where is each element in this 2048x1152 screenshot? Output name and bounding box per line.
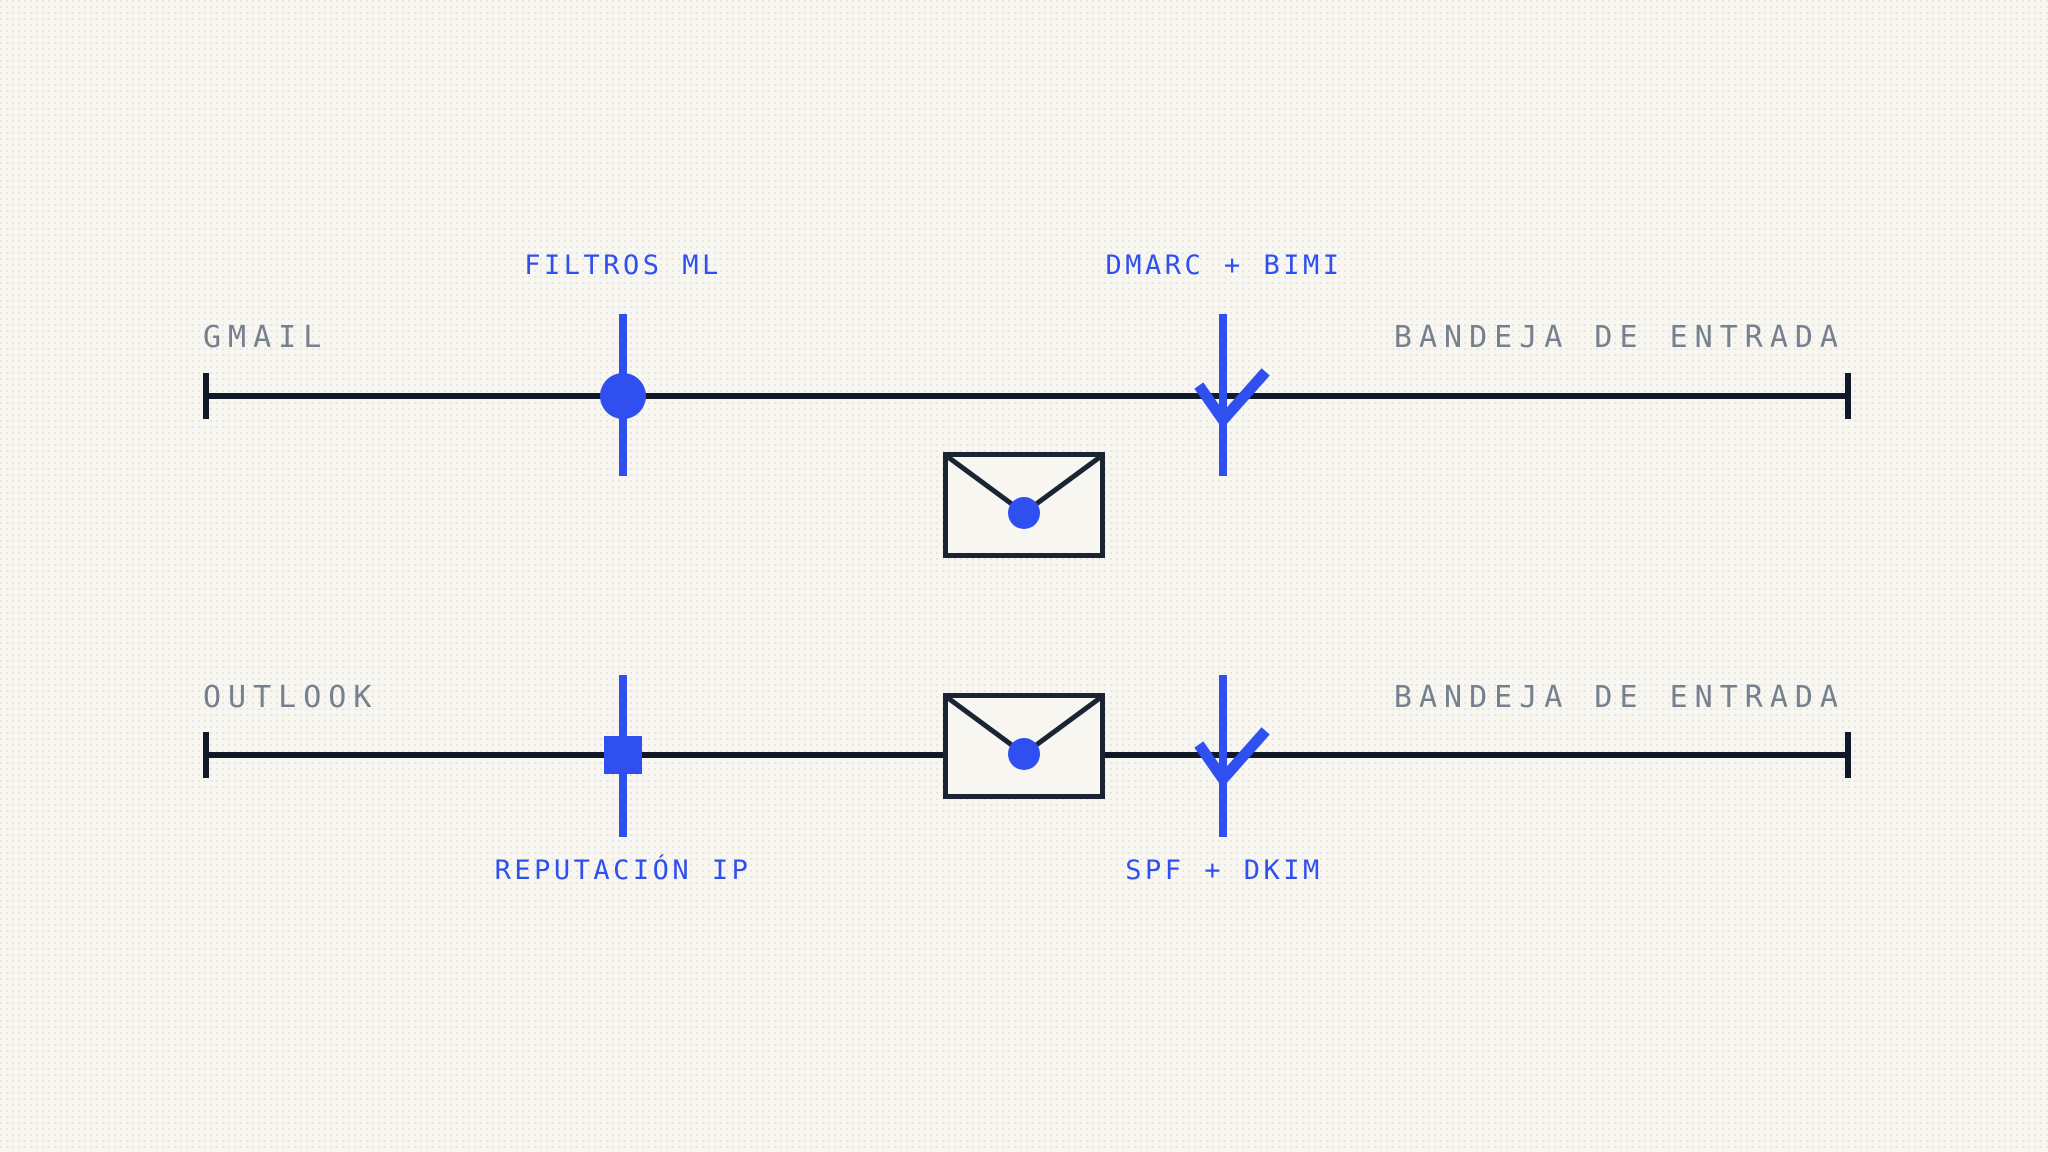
envelope-body-outlook — [943, 693, 1105, 799]
checkmark-icon — [1194, 727, 1270, 788]
marker-check-spf-dkim[interactable] — [1190, 717, 1280, 797]
marker-stem-spf-dkim — [1219, 675, 1227, 837]
marker-stem-dmarc-bimi — [1219, 314, 1227, 476]
axis-cap-left-gmail — [203, 373, 209, 419]
marker-caption-spf-dkim: SPF + DKIM — [1125, 855, 1323, 886]
envelope-dot-icon — [1008, 497, 1040, 529]
envelope-flap-icon — [948, 457, 1100, 529]
marker-caption-reputacion-ip: REPUTACIÓN IP — [494, 855, 752, 886]
envelope-flap-icon — [948, 698, 1100, 770]
marker-caption-filtros-ml: FILTROS ML — [524, 250, 722, 281]
envelope-dot-icon — [1008, 738, 1040, 770]
marker-circle-filtros-ml[interactable] — [600, 373, 646, 419]
axis-cap-right-gmail — [1845, 373, 1851, 419]
checkmark-icon — [1194, 368, 1270, 429]
marker-caption-dmarc-bimi: DMARC + BIMI — [1105, 250, 1343, 281]
marker-square-reputacion-ip[interactable] — [604, 736, 642, 774]
row-label-outlook-source: OUTLOOK — [203, 680, 379, 715]
row-label-gmail-destination: BANDEJA DE ENTRADA — [1393, 320, 1845, 355]
axis-line-gmail — [203, 393, 1851, 399]
axis-cap-right-outlook — [1845, 732, 1851, 778]
envelope-body-gmail — [943, 452, 1105, 558]
axis-cap-left-outlook — [203, 732, 209, 778]
row-label-outlook-destination: BANDEJA DE ENTRADA — [1393, 680, 1845, 715]
row-label-gmail-source: GMAIL — [203, 320, 329, 355]
marker-check-dmarc-bimi[interactable] — [1190, 358, 1280, 438]
